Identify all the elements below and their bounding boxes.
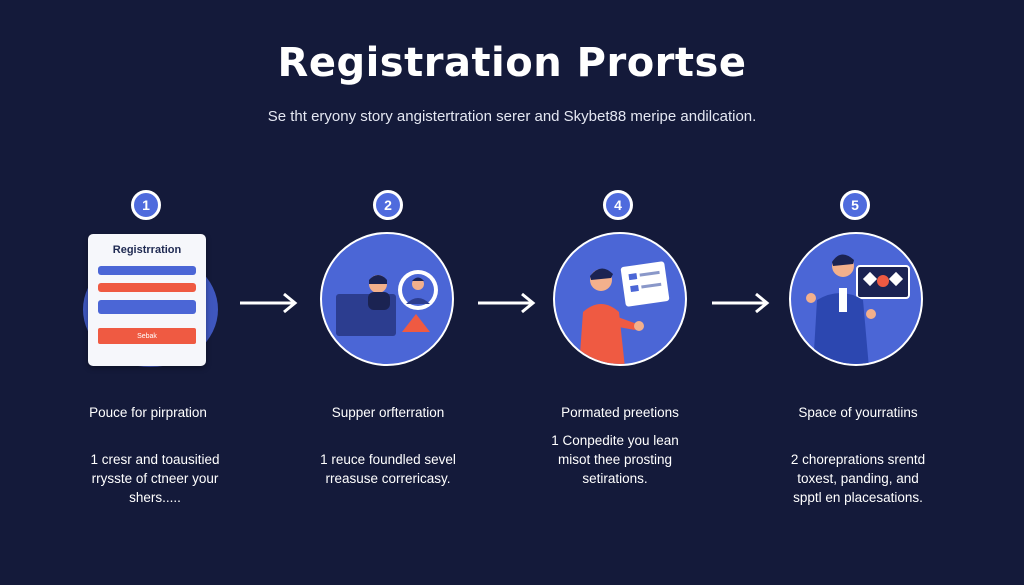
- person-document-icon: [579, 261, 670, 364]
- form-field-bar: [98, 283, 196, 292]
- step-5-title: Space of yourratiins: [798, 405, 918, 420]
- step-5-description: 2 choreprations srentd toxest, panding, …: [748, 450, 968, 507]
- step-2-description: 1 reuce foundled sevel rreasuse correric…: [278, 450, 498, 488]
- step-desc-line: 1 cresr and toausitied: [90, 452, 220, 467]
- step-desc-line: 2 choreprations srentd: [790, 452, 926, 467]
- step-5-illustration: [789, 232, 923, 366]
- arrow-right-icon: [478, 292, 536, 314]
- step-4-illustration: [553, 232, 687, 366]
- arrow-right-icon: [240, 292, 298, 314]
- step-1-badge: 1: [131, 190, 161, 220]
- step-4-badge: 4: [603, 190, 633, 220]
- step-4-description: 1 Conpedite you lean misot thee prosting…: [505, 431, 725, 488]
- step-5-badge: 5: [840, 190, 870, 220]
- registration-form-card: Registrration Sebak: [88, 234, 206, 366]
- presenter-screen-icon: [806, 254, 910, 364]
- step-2-badge: 2: [373, 190, 403, 220]
- step-desc-line: rrysste of ctneer your: [91, 471, 219, 486]
- step-desc-line: shers.....: [129, 490, 181, 505]
- form-field-bar: [98, 266, 196, 275]
- step-desc-line: rreasuse correricasy.: [325, 471, 451, 486]
- step-1-title: Pouce for pirpration: [89, 405, 207, 420]
- arrow-right-icon: [712, 292, 770, 314]
- page-title: Registration Prortse: [277, 40, 747, 86]
- registration-submit-button: Sebak: [98, 328, 196, 344]
- step-desc-line: 1 Conpedite you lean: [551, 433, 679, 448]
- page-subtitle: Se tht eryony story angistertration sere…: [267, 108, 757, 125]
- step-desc-line: 1 reuce foundled sevel: [320, 452, 456, 467]
- step-desc-line: misot thee prosting: [557, 452, 673, 467]
- step-desc-line: toxest, panding, and: [797, 471, 919, 486]
- step-4-title: Pormated preetions: [561, 405, 679, 420]
- form-field-bar: [98, 300, 196, 314]
- registration-card-title: Registrration: [112, 244, 182, 256]
- step-desc-line: spptl en placesations.: [793, 490, 923, 505]
- step-1-description: 1 cresr and toausitied rrysste of ctneer…: [45, 450, 265, 507]
- support-agents-icon: [336, 270, 438, 336]
- step-2-illustration: [320, 232, 454, 366]
- step-desc-line: setirations.: [582, 471, 648, 486]
- step-2-title: Supper orfterration: [331, 405, 445, 420]
